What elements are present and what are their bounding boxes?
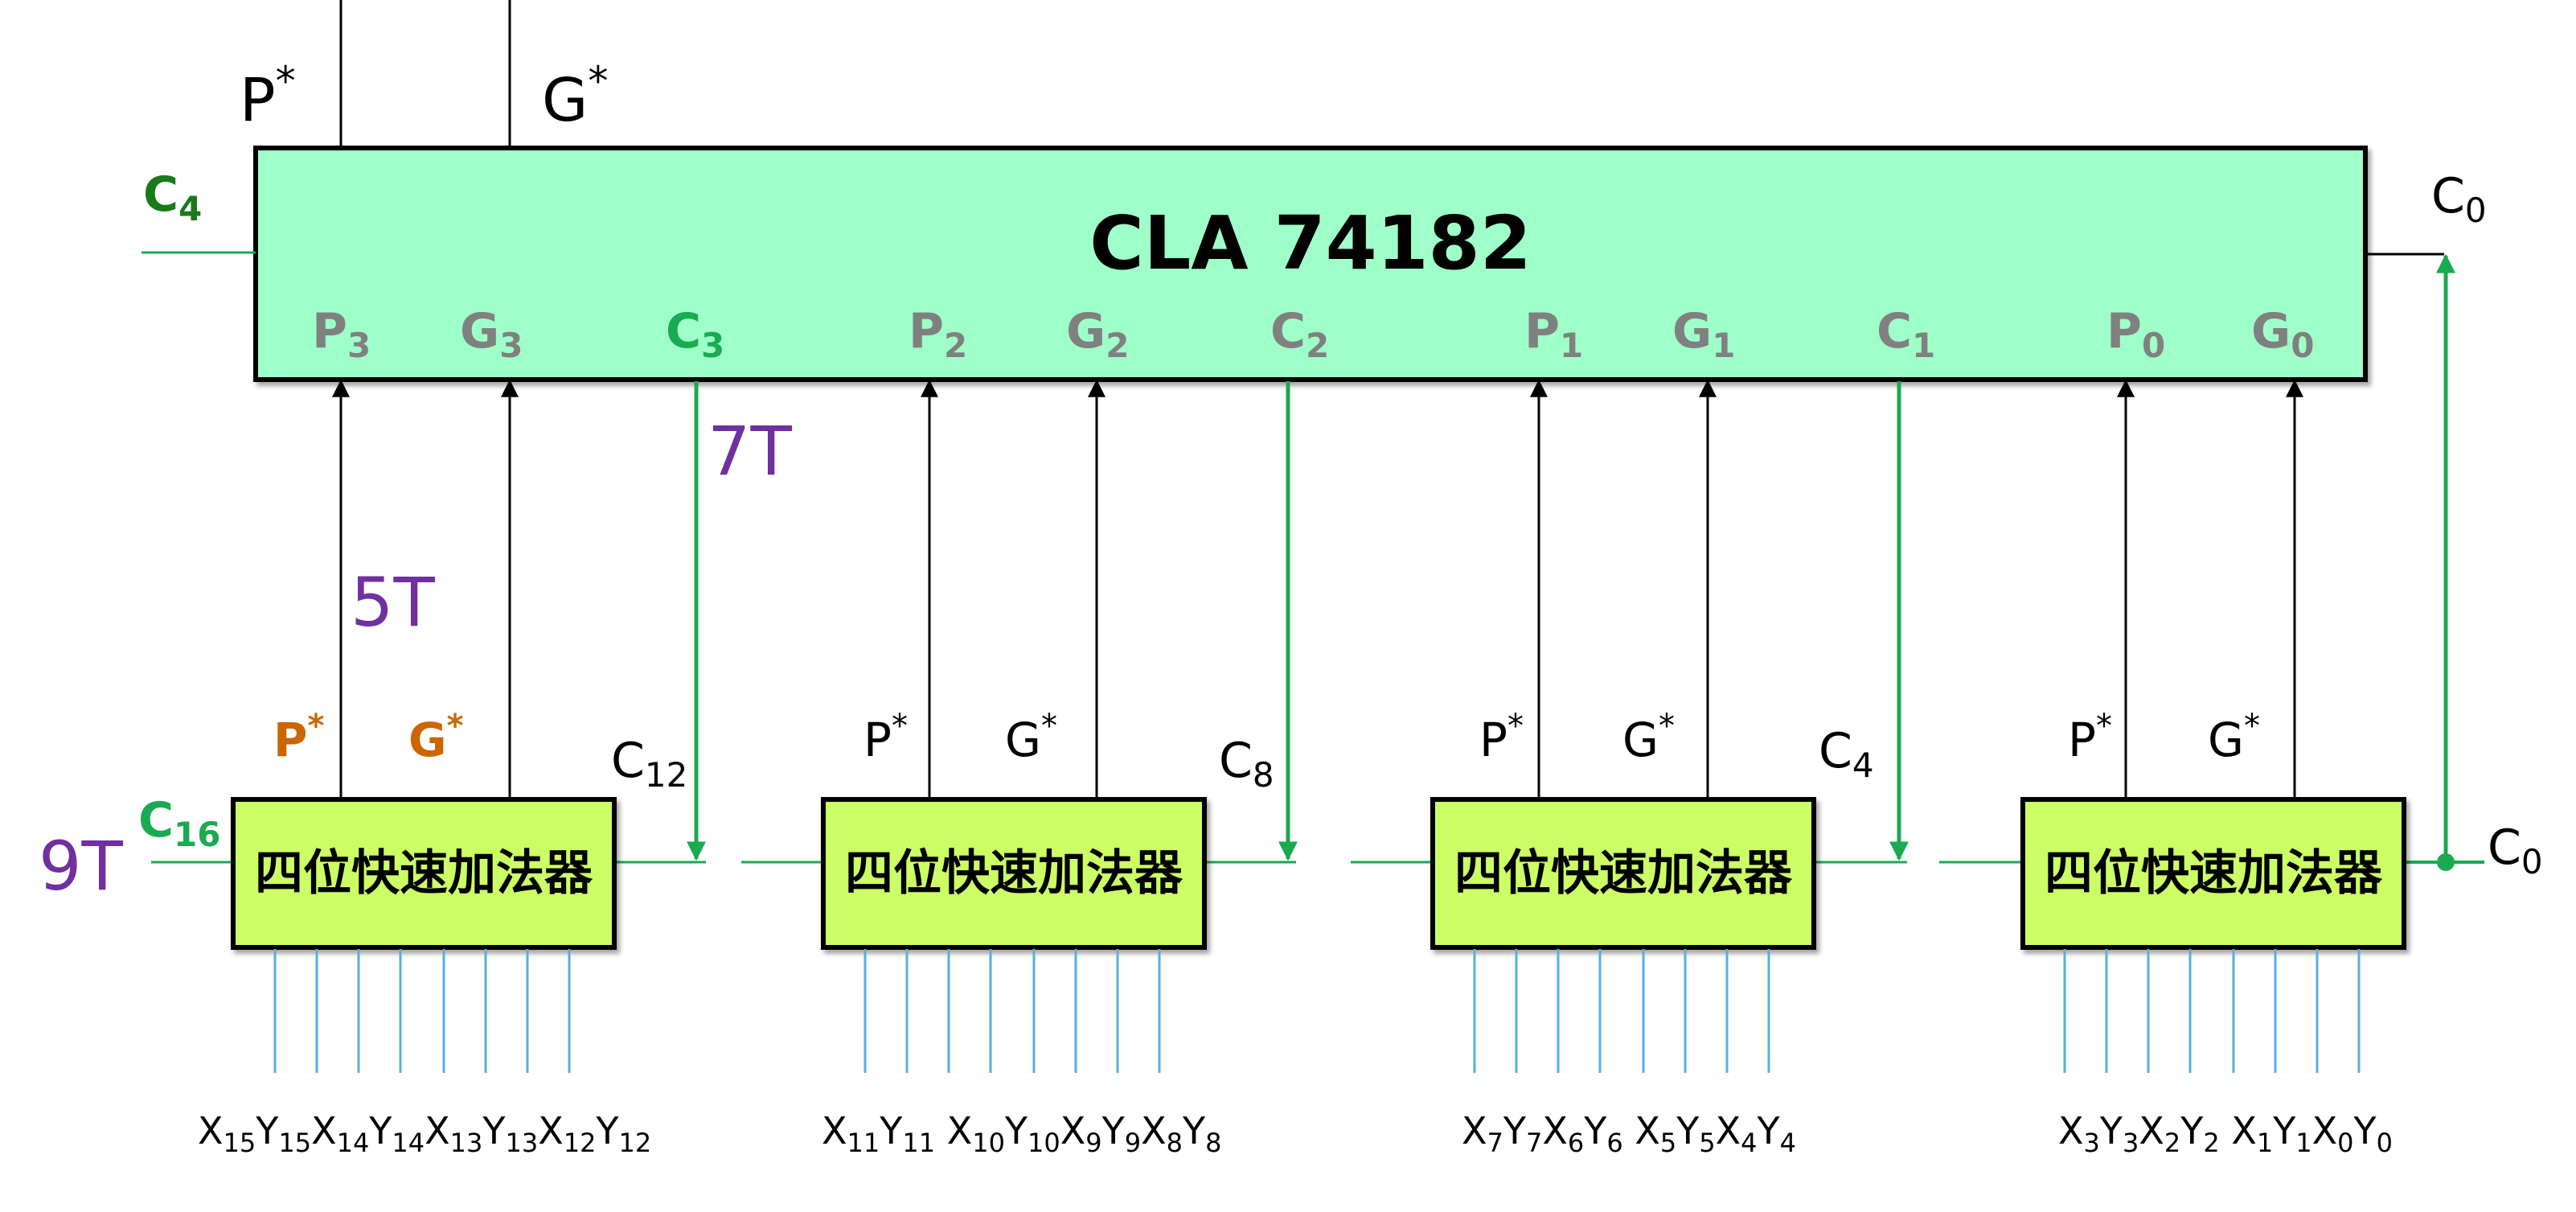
adder-1: P* G* C16 C12 四位快速加法器 X15Y15X14Y14X13Y13… (138, 708, 687, 1158)
adder4-input-wires (2063, 949, 2361, 1073)
cla-p-star-label: P* (240, 58, 296, 135)
timing-7t: 7T (708, 412, 792, 491)
adder2-c8-label: C8 (1219, 733, 1274, 795)
timing-5t: 5T (351, 563, 435, 642)
adder4-inputs-label: X3Y3X2Y2 X1Y1X0Y0 (2058, 1109, 2393, 1158)
adder1-rect (231, 797, 617, 950)
timing-labels: 7T 5T 9T (39, 412, 792, 906)
cla-outputs: P* G* (240, 0, 608, 146)
adder1-inputs-label: X15Y15X14Y14X13Y13X12Y12 (198, 1109, 651, 1158)
cla-p3-label: P3 (312, 303, 371, 365)
adder2-rect (821, 797, 1207, 950)
c0-junction-dot (2437, 853, 2455, 871)
adder2-input-wires (863, 949, 1161, 1073)
cla-box: CLA 74182 C4 C0 P3 G3 C3 P2 G2 C2 P1 G1 … (142, 146, 2487, 382)
cla-p0-label: P0 (2106, 303, 2165, 365)
timing-9t: 9T (39, 827, 123, 906)
adder1-p-star-label: P* (273, 708, 325, 767)
adder3-rect (1430, 797, 1816, 950)
adder4-g-star-label: G* (2208, 708, 2260, 767)
cla-group-1: P1 G1 C1 (1524, 303, 1935, 365)
adder-4: P* G* C0 四位快速加法器 X3Y3X2Y2 X1Y1X0Y0 (2020, 708, 2543, 1158)
adder3-c4-label: C4 (1819, 723, 1874, 785)
cla-g3-label: G3 (460, 303, 523, 365)
cla-c0-label: C0 (2431, 168, 2487, 230)
adder3-label: 四位快速加法器 (1454, 845, 1793, 902)
adder3-inputs-label: X7Y7X6Y6 X5Y5X4Y4 (1462, 1109, 1796, 1158)
adder2-label: 四位快速加法器 (845, 845, 1183, 902)
carry-wires (151, 253, 2484, 871)
adder4-p-star-label: P* (2068, 708, 2112, 767)
adder4-c0-label: C0 (2488, 820, 2543, 881)
adder-3: P* G* C4 四位快速加法器 X7Y7X6Y6 X5Y5X4Y4 (1430, 708, 1874, 1158)
cla-c2-label: C2 (1270, 303, 1329, 365)
cla-g2-label: G2 (1066, 303, 1129, 365)
cla-p1-label: P1 (1524, 303, 1583, 365)
adder1-c16-label: C16 (138, 792, 221, 854)
adder-2: P* G* C8 四位快速加法器 X11Y11 X10Y10X9Y9X8Y8 (821, 708, 1274, 1158)
cla-g-star-label: G* (542, 58, 608, 135)
adder3-g-star-label: G* (1622, 708, 1675, 767)
adder4-rect (2020, 797, 2406, 950)
adder2-g-star-label: G* (1005, 708, 1057, 767)
adder1-g-star-label: G* (408, 708, 464, 767)
cla-group-3: P3 G3 C3 (312, 303, 724, 365)
adder3-input-wires (1473, 949, 1770, 1073)
cla-c4-label: C4 (143, 166, 202, 228)
cla-c3-label: C3 (666, 303, 724, 365)
cla-g0-label: G0 (2251, 303, 2314, 365)
adder4-label: 四位快速加法器 (2045, 845, 2383, 902)
adder1-input-wires (273, 949, 571, 1073)
adder1-c12-label: C12 (611, 733, 687, 795)
cla-c1-label: C1 (1877, 303, 1935, 365)
adder1-label: 四位快速加法器 (255, 845, 593, 902)
adder2-p-star-label: P* (863, 708, 908, 767)
cla-title: CLA 74182 (1089, 200, 1531, 286)
cla-p2-label: P2 (909, 303, 967, 365)
cla-g1-label: G1 (1672, 303, 1735, 365)
adder2-inputs-label: X11Y11 X10Y10X9Y9X8Y8 (822, 1109, 1221, 1158)
cla-group-0: P0 G0 (2106, 303, 2314, 365)
cla-group-2: P2 G2 C2 (909, 303, 1329, 365)
pg-wires (332, 379, 2303, 798)
cla-rect (253, 146, 2368, 382)
adder3-p-star-label: P* (1479, 708, 1524, 767)
